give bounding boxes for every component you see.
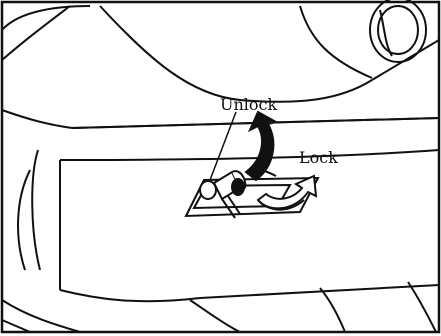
key-icon (200, 171, 245, 218)
frame-border (2, 2, 439, 332)
lock-arrow-icon (258, 176, 316, 210)
lock-label: Lock (299, 148, 338, 167)
air-vent-icon (370, 0, 426, 62)
unlock-label: Unlock (220, 95, 278, 114)
unlock-leader-line (210, 112, 236, 180)
